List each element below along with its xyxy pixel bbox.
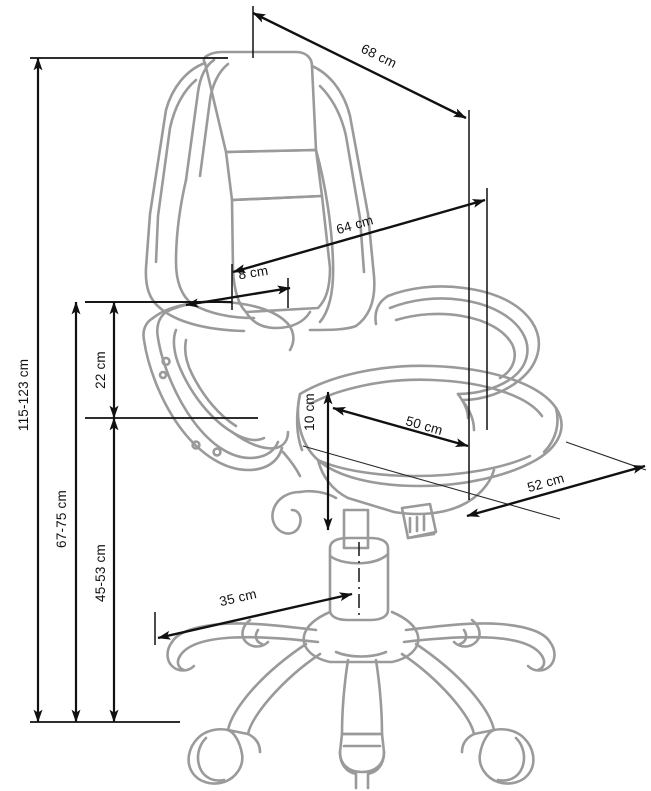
dim-label-armrest-height: 22 cm (93, 351, 108, 389)
chair-illustration (142, 50, 563, 790)
chair-backrest-panel (224, 148, 332, 330)
chair-backrest-left-wing (144, 61, 207, 310)
dim-arrow-seat-depth (332, 406, 469, 448)
chair-tilt-lever (271, 489, 338, 535)
dim-label-overall-height: 115-123 cm (16, 359, 31, 431)
chair-headrest (184, 50, 318, 182)
dim-arrow-seat-width (466, 464, 646, 518)
dim-arrow-base-radius (157, 592, 353, 640)
dim-arrow-backrest-depth (252, 11, 467, 120)
chair-base (170, 610, 552, 736)
chair-armrest-left (142, 300, 302, 478)
chair-casters (166, 618, 556, 790)
dim-label-backrest-depth: 68 cm (359, 41, 400, 71)
dim-label-seat-width: 52 cm (526, 470, 566, 495)
dim-label-seat-thickness: 10 cm (302, 393, 317, 431)
dim-label-base-radius: 35 cm (218, 586, 258, 609)
chair-armrest-right (374, 285, 541, 432)
dimension-lines (30, 6, 647, 723)
dim-arrow-backrest-width (232, 198, 486, 274)
dim-label-seat-back-height: 67-75 cm (54, 490, 69, 548)
dim-label-seat-height: 45-53 cm (93, 544, 108, 602)
chair-height-paddle (400, 502, 438, 540)
dim-label-lumbar-offset: 8 cm (237, 263, 269, 283)
